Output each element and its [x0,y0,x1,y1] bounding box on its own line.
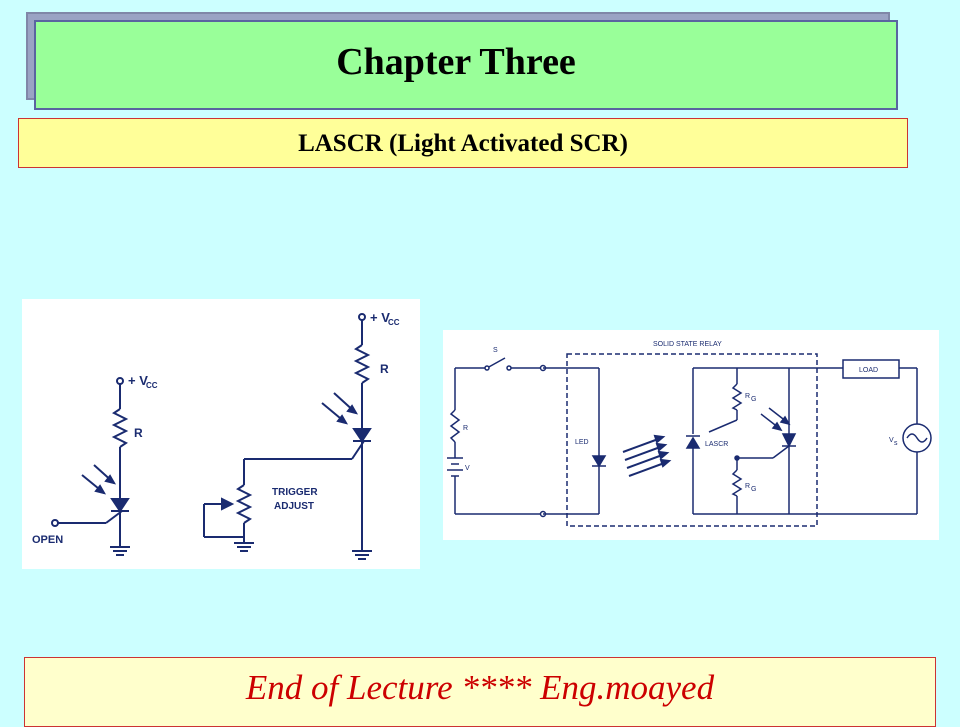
source-v-label: V [465,465,470,472]
rg-bottom-subscript: G [751,486,756,493]
resistor-left [111,408,129,448]
vs-label: V [889,437,894,444]
rg-bottom-label: R [745,483,750,490]
led-light-arrows [622,434,672,477]
rg-top-resistor [731,383,743,411]
scr-right-symbol [352,428,372,443]
relay-label: SOLID STATE RELAY [653,341,722,348]
lascr-circuits-figure: + V CC R OPEN + V CC R [22,299,420,569]
footer-banner: End of Lecture **** Eng.moayed [24,657,936,727]
open-label: OPEN [32,534,63,546]
load-box [842,359,900,379]
trigger-potentiometer [235,484,253,524]
light-arrows-left [81,464,117,495]
relay-box [566,353,818,527]
rg-top-subscript: G [751,396,756,403]
source-r-label: R [463,425,468,432]
solid-state-relay-figure: S R V SOLID STATE RELAY LED [443,330,939,540]
section-subtitle: LASCR (Light Activated SCR) [18,118,908,168]
scr-light-arrows [760,407,791,432]
source-resistor [449,409,461,443]
lascr-label: LASCR [705,441,728,448]
trigger-label-line2: ADJUST [274,501,314,512]
vcc-right-subscript: CC [388,318,400,327]
light-arrows-right [321,392,359,425]
trigger-label-line1: TRIGGER [272,487,318,498]
r-left-label: R [134,426,143,440]
switch-label: S [493,347,498,354]
lascr-input-diode [685,436,701,449]
rg-bottom-resistor [731,469,743,497]
vs-subscript: s [894,440,898,447]
scr-left-symbol [110,498,130,513]
led-label: LED [575,439,589,446]
load-label: LOAD [859,367,878,374]
r-right-label: R [380,362,389,376]
resistor-right [353,344,371,384]
led-symbol [591,455,607,468]
vcc-right-label: + V [370,310,390,325]
vcc-left-subscript: CC [146,381,158,390]
vcc-left-label: + V [128,373,148,388]
open-terminal [51,519,59,527]
page-title: Chapter Three [336,41,576,83]
rg-top-label: R [745,393,750,400]
scr-output-symbol [781,433,797,448]
title-box: Chapter Three [34,20,898,110]
